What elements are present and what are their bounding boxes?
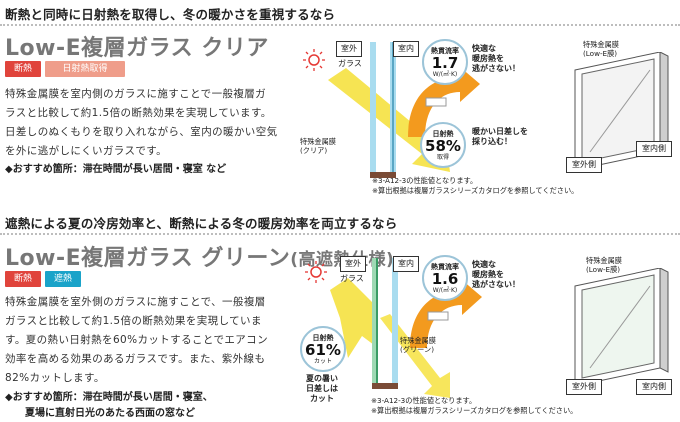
description-line: を外に逃がしにくいガラスです。 [5,145,168,157]
window-inside-label: 室内側 [636,141,672,157]
note-line: 逃がさない！ [472,280,520,289]
label-glass: ガラス [338,59,362,68]
film-label-line: (グリーン) [400,345,434,354]
window-film-line: 特殊金属膜 [583,40,619,49]
note-line: 快適な [472,44,496,53]
label-glass: ガラス [340,274,364,283]
tag-solar-gain: 日射熱取得 [45,61,125,77]
label-inside: 室内 [393,256,419,272]
window-film-label: 特殊金属膜 (Low-E膜) [586,256,622,274]
section1-description: 特殊金属膜を室内側のガラスに施すことで一般複層ガ ラスと比較して約1.5倍の断熱… [5,85,290,161]
glass-diagram-green [305,258,482,398]
note-line: 夏の暑い [306,374,338,383]
description-line: 特殊金属膜を室内側のガラスに施すことで一般複層ガ [5,88,267,100]
note-line: 日差しは [306,384,338,393]
window-film-label: 特殊金属膜 (Low-E膜) [583,40,619,58]
section1-heading: 断熱と同時に日射熱を取得し、冬の暖かさを重視するなら [5,7,336,22]
transmittance-label: 熱貫流率 [431,263,459,271]
sun-note: 暖かい日差しを 採り込む！ [472,127,528,147]
section2-recommend: ◆おすすめ箇所：滞在時間が長い居間・寝室、 夏場に直射日光のあたる西面の窓など [5,390,213,422]
solar-label: 日射熱 [312,334,334,342]
description-line: 82%カットします。 [5,372,105,384]
note-line: 逃がさない！ [472,64,520,73]
section1-title: Low-E複層ガラス クリア [5,30,269,62]
sun-note: 夏の暑い 日差しは カット [306,374,338,404]
transmittance-unit: W/(㎡·K) [432,287,458,294]
solar-badge: 日射熱 58% 取得 [420,122,466,168]
window-illustration-clear [574,52,669,171]
section1-footnotes: ※3-A12-3の性能値となります。 ※算出根拠は複層ガラスシリーズカタログを参… [372,176,578,196]
film-label-line: 特殊金属膜 [400,336,436,345]
description-line: ガラスと比較して約1.5倍の断熱効果を実現していま [5,315,262,327]
footnote: ※算出根拠は複層ガラスシリーズカタログを参照してください。 [372,186,579,195]
section1-title-main: Low-E複層ガラス クリア [5,36,269,61]
section2-title-main: Low-E複層ガラス グリーン [5,246,291,271]
divider [0,24,680,26]
glass-diagram-clear [303,42,480,178]
window-outside-label: 室外側 [566,157,602,173]
description-line: 効率を高める効果のあるガラスです。また、紫外線も [5,353,266,365]
footnote: ※3-A12-3の性能値となります。 [372,176,478,185]
label-outside: 室外 [340,256,366,272]
description-line: ラスと比較して約1.5倍の断熱効果を実現しています。 [5,107,272,119]
section2-footnotes: ※3-A12-3の性能値となります。 ※算出根拠は複層ガラスシリーズカタログを参… [371,396,577,416]
warm-note: 快適な 暖房熱を 逃がさない！ [472,260,520,290]
warm-note: 快適な 暖房熱を 逃がさない！ [472,44,520,74]
transmittance-badge: 熱貫流率 1.6 W/(㎡·K) [422,255,468,301]
label-inside: 室内 [393,41,419,57]
solar-suffix: 取得 [436,154,449,161]
section1-recommend: ◆おすすめ箇所：滞在時間が長い居間・寝室 など [5,162,226,178]
window-inside-label: 室内側 [636,379,672,395]
recommend-line: ◆おすすめ箇所：滞在時間が長い居間・寝室 など [5,164,227,175]
footnote: ※算出根拠は複層ガラスシリーズカタログを参照してください。 [371,406,578,415]
sun-icon [305,261,327,283]
divider [0,233,680,235]
tag-heat-shield: 遮熱 [45,271,81,287]
window-film-line: (Low-E膜) [583,49,618,58]
label-outside: 室外 [336,41,362,57]
window-film-line: (Low-E膜) [586,265,621,274]
solar-cut-badge: 日射熱 61% カット [300,326,346,372]
description-line: 特殊金属膜を室外側のガラスに施すことで、一般複層 [5,296,266,308]
window-outside-label: 室外側 [566,379,602,395]
film-label: 特殊金属膜 (グリーン) [400,336,436,354]
transmittance-label: 熱貫流率 [431,47,459,55]
film-label: 特殊金属膜 (クリア) [300,137,336,155]
description-line: 日差しのぬくもりを取り入れながら、室内の暖かい空気 [5,126,278,138]
section2-description: 特殊金属膜を室外側のガラスに施すことで、一般複層 ガラスと比較して約1.5倍の断… [5,293,290,388]
sun-icon [303,49,325,71]
recommend-line: ◆おすすめ箇所：滞在時間が長い居間・寝室、 [5,392,213,403]
transmittance-unit: W/(㎡·K) [432,71,458,78]
solar-value: 58% [425,137,461,155]
transmittance-value: 1.6 [431,270,459,288]
tag-insulation: 断熱 [5,61,41,77]
window-illustration-green [574,268,669,387]
transmittance-value: 1.7 [431,54,459,72]
note-line: 暖房熱を [472,270,504,279]
film-label-line: 特殊金属膜 [300,137,336,146]
recommend-line: 夏場に直射日光のあたる西面の窓など [25,408,195,419]
solar-value: 61% [305,341,341,359]
solar-suffix: カット [313,358,332,365]
solar-label: 日射熱 [432,130,454,138]
note-line: 採り込む！ [472,137,512,146]
transmittance-badge: 熱貫流率 1.7 W/(㎡·K) [422,39,468,85]
footnote: ※3-A12-3の性能値となります。 [371,396,477,405]
tag-insulation: 断熱 [5,271,41,287]
note-line: 快適な [472,260,496,269]
note-line: カット [310,394,334,403]
note-line: 暖房熱を [472,54,504,63]
note-line: 暖かい日差しを [472,127,528,136]
section2-heading: 遮熱による夏の冷房効率と、断熱による冬の暖房効率を両立するなら [5,216,398,231]
description-line: す。夏の熱い日射熱を60%カットすることでエアコン [5,334,268,346]
window-film-line: 特殊金属膜 [586,256,622,265]
film-label-line: (クリア) [300,146,328,155]
